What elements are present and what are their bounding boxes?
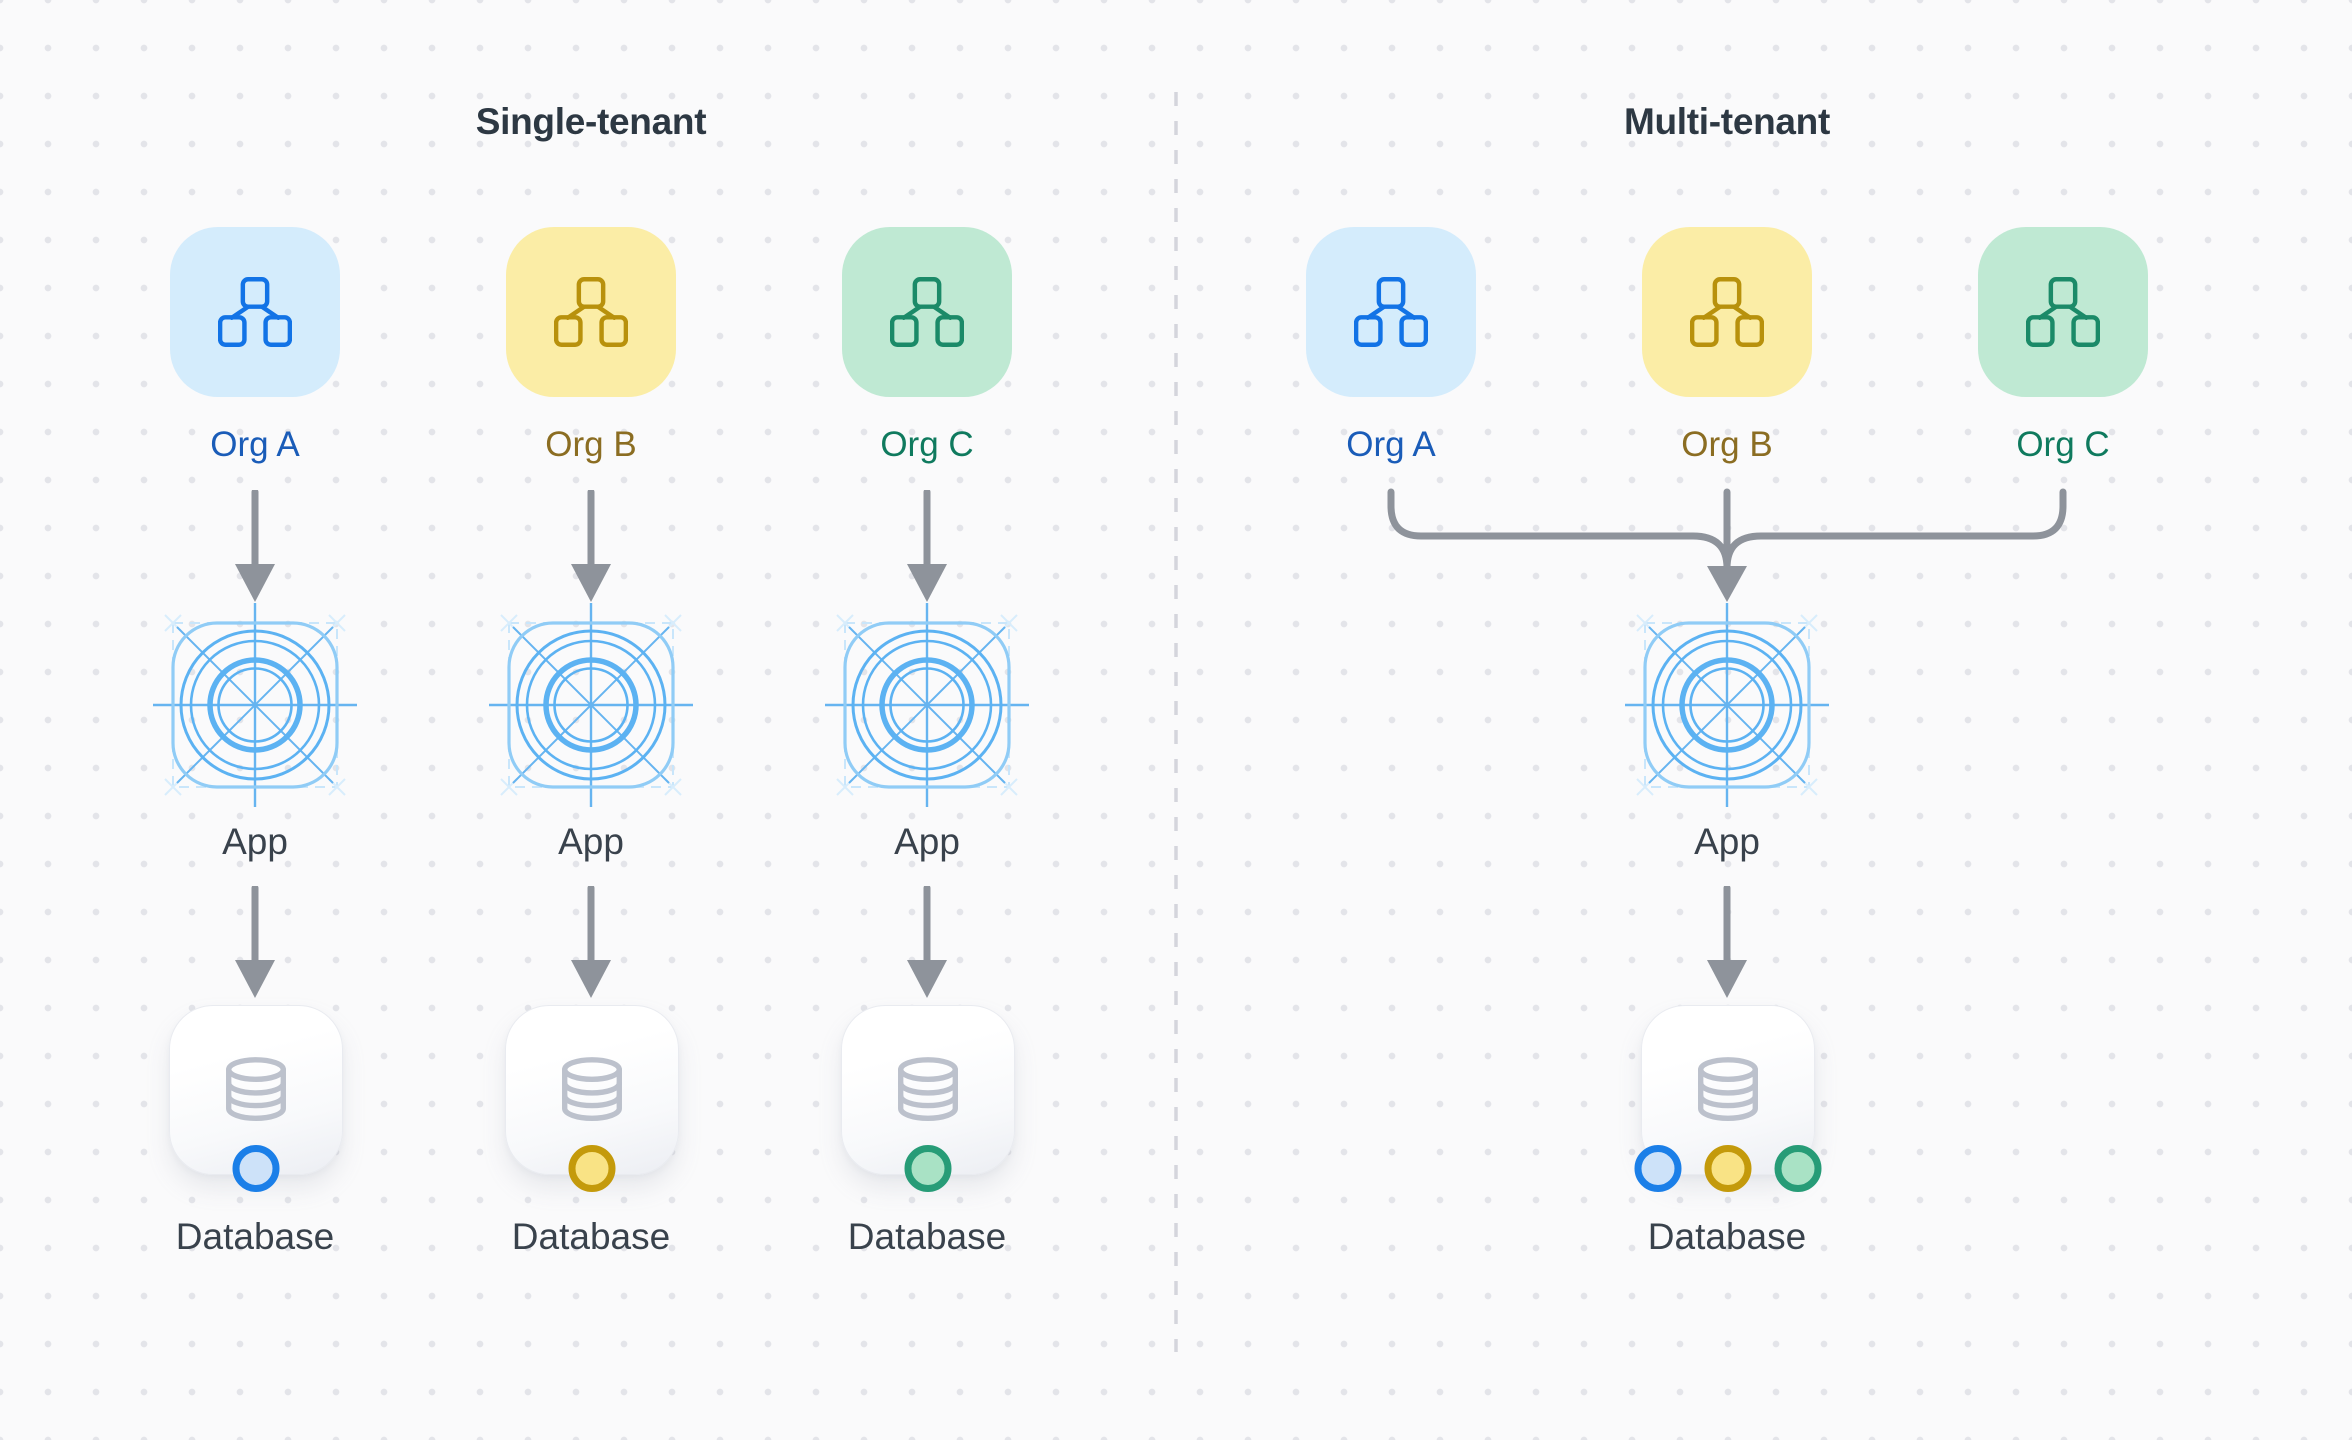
org-c-label: Org C [880,425,974,464]
arrow-down-org-to-app [571,490,611,602]
org-hierarchy-icon [1690,277,1764,347]
database-label: Database [175,1216,335,1257]
database-cylinder-icon [1698,1057,1758,1121]
org-a-label: Org A [1346,425,1436,464]
database-cylinder-icon [562,1057,622,1121]
org-c-label: Org C [2016,425,2110,464]
org-a-tile [170,227,340,397]
database-card [505,1005,679,1192]
app-label: App [222,821,288,862]
database-label: Database [511,1216,671,1257]
org-hierarchy-icon [1354,277,1428,347]
org-b-tile [1642,227,1812,397]
merge-connector [1387,488,2067,602]
tenant-badge-org-b [1704,1145,1752,1192]
org-hierarchy-icon [2026,277,2100,347]
org-hierarchy-icon [554,277,628,347]
database-cylinder-icon [898,1057,958,1121]
arrow-down-app-to-db [571,886,611,998]
app-blueprint-icon [153,603,357,807]
arrow-down-org-to-app [907,490,947,602]
org-hierarchy-icon [890,277,964,347]
database-label: Database [847,1216,1007,1257]
database-cylinder-icon [226,1057,286,1121]
app-label: App [558,821,624,862]
database-card [169,1005,343,1192]
org-b-tile [506,227,676,397]
tenant-badge-org-c [1774,1145,1822,1192]
database-card-shared [1634,1005,1822,1192]
panel-divider [1174,92,1178,1352]
app-label: App [1694,821,1760,862]
multi-tenant-title: Multi-tenant [1623,101,1831,142]
org-b-label: Org B [1681,425,1773,464]
app-label: App [894,821,960,862]
arrow-down-app-to-db [907,886,947,998]
org-hierarchy-icon [218,277,292,347]
app-blueprint-icon [489,603,693,807]
tenant-badge-org-b [568,1145,616,1192]
database-card [841,1005,1015,1192]
arrow-down-app-to-db [235,886,275,998]
tenant-badge-org-a [1634,1145,1682,1192]
tenant-badge-org-a [232,1145,280,1192]
org-a-tile [1306,227,1476,397]
org-c-tile [1978,227,2148,397]
app-blueprint-icon [825,603,1029,807]
org-a-label: Org A [210,425,300,464]
single-tenant-title: Single-tenant [475,101,707,142]
app-blueprint-icon [1625,603,1829,807]
org-c-tile [842,227,1012,397]
arrow-down-org-to-app [235,490,275,602]
database-label: Database [1647,1216,1807,1257]
org-b-label: Org B [545,425,637,464]
arrow-down-app-to-db [1707,886,1747,998]
tenant-badge-org-c [904,1145,952,1192]
